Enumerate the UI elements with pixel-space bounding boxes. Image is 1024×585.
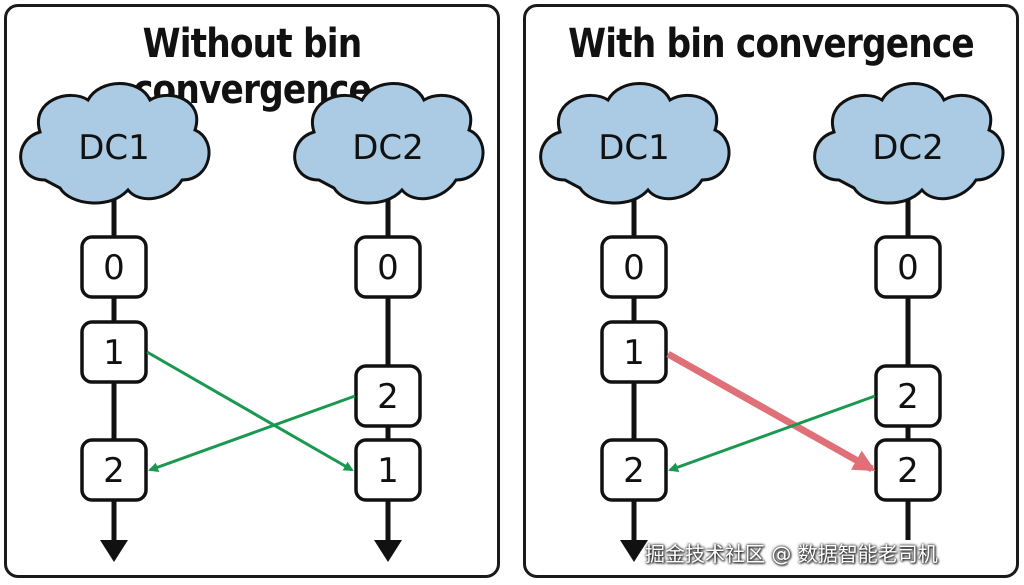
- node-label: 0: [377, 248, 399, 288]
- node: 2: [80, 438, 148, 502]
- node-label: 0: [103, 248, 125, 288]
- node: 1: [80, 320, 148, 384]
- dc1-label: DC1: [598, 128, 670, 168]
- node: 0: [600, 235, 668, 299]
- node-label: 2: [103, 451, 125, 491]
- node-label: 1: [103, 333, 125, 373]
- node: 0: [874, 235, 942, 299]
- node: 1: [600, 320, 668, 384]
- node: 2: [874, 364, 942, 428]
- dc2-cloud: DC2: [813, 82, 1005, 205]
- dc1-cloud: DC1: [539, 82, 731, 205]
- watermark-text: 掘金技术社区 @ 数据智能老司机: [645, 542, 938, 566]
- dc2-timeline-left: DC2 0 2 1: [293, 82, 485, 562]
- converged-arrow-dc1-to-dc2: [666, 350, 876, 473]
- node: 0: [354, 235, 422, 299]
- replication-arrow-dc1-to-dc2: [146, 350, 354, 472]
- node-label: 0: [897, 248, 919, 288]
- node-label: 1: [377, 451, 399, 491]
- node-label: 1: [623, 333, 645, 373]
- down-arrow-icon: [100, 540, 128, 562]
- node: 2: [600, 438, 668, 502]
- node: 1: [354, 438, 422, 502]
- dc2-label: DC2: [352, 128, 424, 168]
- dc2-timeline-right: DC2 0 2 2: [813, 82, 1005, 540]
- down-arrow-icon: [374, 540, 402, 562]
- replication-arrow-dc2-to-dc1: [668, 394, 876, 472]
- down-arrow-icon: [620, 540, 648, 562]
- dc1-cloud: DC1: [19, 82, 211, 205]
- dc1-timeline-right: DC1 0 1 2: [539, 82, 731, 562]
- node: 2: [354, 364, 422, 428]
- node: 2: [874, 438, 942, 502]
- dc2-cloud: DC2: [293, 82, 485, 205]
- node-label: 0: [623, 248, 645, 288]
- node-label: 2: [897, 377, 919, 417]
- node-label: 2: [623, 451, 645, 491]
- replication-arrow-dc2-to-dc1: [148, 394, 356, 472]
- dc1-timeline-left: DC1 0 1 2: [19, 82, 211, 562]
- node-label: 2: [377, 377, 399, 417]
- dc1-label: DC1: [78, 128, 150, 168]
- dc2-label: DC2: [872, 128, 944, 168]
- node: 0: [80, 235, 148, 299]
- panel-title: With bin convergence: [568, 21, 975, 67]
- node-label: 2: [897, 451, 919, 491]
